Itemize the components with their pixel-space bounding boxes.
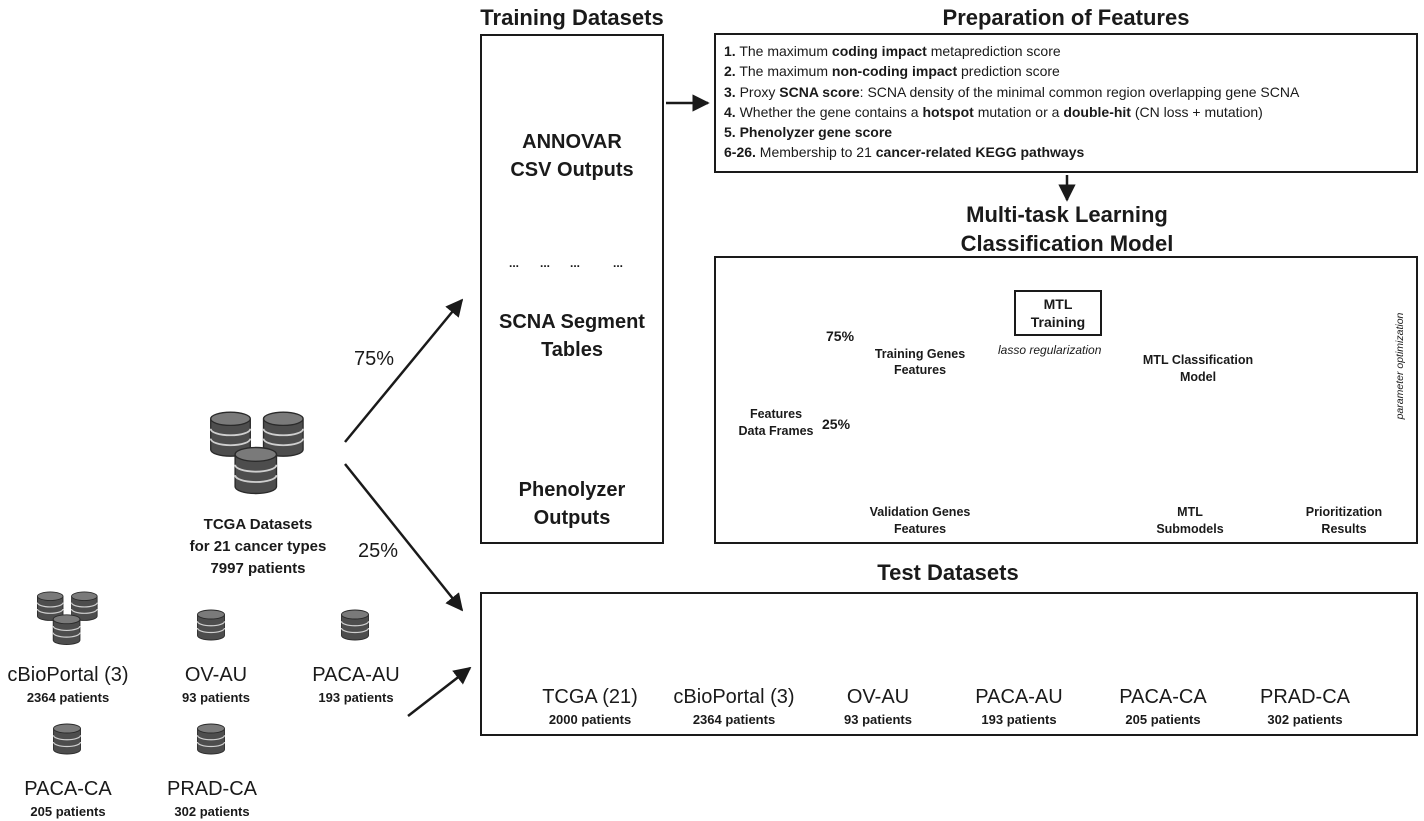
validation-genes-label-1: Validation Genes [869, 505, 971, 519]
arrow-25-percent [344, 463, 464, 612]
test-prad-ca-name: PRAD-CA [1259, 686, 1350, 708]
test-paca-au-name: PACA-AU [975, 686, 1063, 708]
tcga-datasets-label: TCGA Datasets for 21 cancer types 7997 p… [180, 514, 336, 580]
test-cbioportal-name: cBioPortal (3) [673, 686, 795, 708]
submodels-label-1: MTL [1177, 505, 1203, 519]
prad-ca-database-icon [196, 723, 226, 755]
parameter-optimization-label: parameter optimization [1394, 312, 1406, 420]
training-genes-label-1: Training Genes [874, 347, 966, 361]
test-ov-au-patients: 93 patients [844, 712, 912, 727]
mtl-title-line1: Multi-task Learning [966, 202, 1168, 227]
mtl-training-label-2: Training [1030, 314, 1086, 330]
feature-item-2: 2. The maximum non-coding impact predict… [724, 63, 1060, 80]
prioritization-label-2: Results [1321, 522, 1367, 536]
tcga-label-1: TCGA Datasets [203, 516, 313, 533]
arrow-75-percent [344, 298, 464, 443]
scna-cell: ... [569, 256, 580, 270]
tcga-label-3: 7997 patients [210, 560, 306, 577]
training-datasets-box [480, 34, 664, 544]
scna-table-header: chr start end log2ratio [498, 224, 646, 236]
phenolyzer-label-2: Outputs [533, 507, 611, 529]
mtl-title-line2: Classification Model [960, 231, 1174, 256]
scna-col-chr: chr [508, 226, 520, 233]
lasso-regularization-label: lasso regularization [998, 343, 1102, 357]
test-paca-ca-name: PACA-CA [1119, 686, 1207, 708]
feature-item-6: 6-26. Membership to 21 cancer-related KE… [724, 144, 1085, 161]
scna-col-end: end [568, 226, 582, 233]
test-datasets-box [480, 592, 1418, 736]
left-dataset-cbioportal-patients: 2364 patients [26, 690, 110, 705]
left-dataset-ov-au-name: OV-AU [184, 664, 248, 686]
paca-au-database-icon [340, 609, 370, 641]
left-dataset-prad-ca-patients: 302 patients [174, 804, 250, 819]
left-dataset-ov-au-patients: 93 patients [182, 690, 250, 705]
submodels-label-2: Submodels [1156, 522, 1224, 536]
validation-genes-label-2: Features [893, 522, 947, 536]
mtl-pct-75: 75% [826, 328, 855, 344]
test-ov-au-name: OV-AU [846, 686, 910, 708]
feature-item-4: 4. Whether the gene contains a hotspot m… [724, 103, 1263, 120]
cbioportal-database-icon [37, 592, 97, 645]
left-dataset-cbioportal-name: cBioPortal (3) [7, 664, 129, 686]
left-dataset-paca-au-name: PACA-AU [312, 664, 400, 686]
feature-item-3: 3. Proxy SCNA score: SCNA density of the… [724, 83, 1300, 100]
test-tcga-name: TCGA (21) [542, 686, 638, 708]
mtl-training-label-1: MTL [1043, 296, 1073, 312]
feature-item-5: 5. Phenolyzer gene score [724, 124, 893, 141]
preparation-of-features-title: Preparation of Features [942, 5, 1190, 30]
tcga-label-2: for 21 cancer types [189, 538, 327, 555]
test-cbioportal-patients: 2364 patients [692, 712, 776, 727]
paca-ca-database-icon [52, 723, 82, 755]
classification-label-1: MTL Classification [1142, 353, 1254, 367]
split-75-label: 75% [354, 348, 395, 370]
test-paca-ca-patients: 205 patients [1125, 712, 1201, 727]
tcga-database-icon [211, 412, 303, 493]
left-dataset-paca-ca-patients: 205 patients [30, 804, 106, 819]
scna-cell: ... [508, 256, 519, 270]
mtl-training-node: MTL Training [1014, 290, 1102, 336]
split-25-label: 25% [358, 540, 399, 562]
feature-item-1: 1. The maximum coding impact metapredict… [724, 43, 1061, 59]
training-datasets-title: Training Datasets [480, 5, 664, 30]
scna-col-start: start [537, 226, 553, 233]
annovar-label-2: CSV Outputs [510, 159, 634, 181]
prioritization-label-1: Prioritization [1305, 505, 1383, 519]
mtl-pct-25: 25% [822, 416, 851, 432]
scna-table-row: ... ... ... ... [498, 256, 646, 270]
features-data-frames-label-2: Data Frames [738, 424, 814, 438]
scna-cell: ... [612, 256, 623, 270]
phenolyzer-label-1: Phenolyzer [518, 479, 626, 501]
arrow-other-datasets [407, 666, 472, 717]
features-box: 1. The maximum coding impact metapredict… [714, 33, 1418, 173]
left-dataset-paca-ca-name: PACA-CA [24, 778, 112, 800]
test-prad-ca-patients: 302 patients [1267, 712, 1343, 727]
scna-label-2: Tables [541, 339, 603, 361]
left-dataset-paca-au-patients: 193 patients [318, 690, 394, 705]
test-datasets-title: Test Datasets [877, 560, 1019, 585]
scna-label-1: SCNA Segment [499, 311, 645, 333]
features-data-frames-label-1: Features [749, 407, 803, 421]
test-tcga-patients: 2000 patients [548, 712, 632, 727]
csv-badge: CSV [558, 56, 579, 67]
scna-cell: ... [539, 256, 550, 270]
test-paca-au-patients: 193 patients [981, 712, 1057, 727]
classification-label-2: Model [1179, 370, 1217, 384]
training-genes-label-2: Features [893, 363, 947, 377]
annovar-label-1: ANNOVAR [522, 131, 622, 153]
ov-au-database-icon [196, 609, 226, 641]
left-dataset-prad-ca-name: PRAD-CA [166, 778, 257, 800]
scna-col-log2ratio: log2ratio [603, 226, 633, 233]
